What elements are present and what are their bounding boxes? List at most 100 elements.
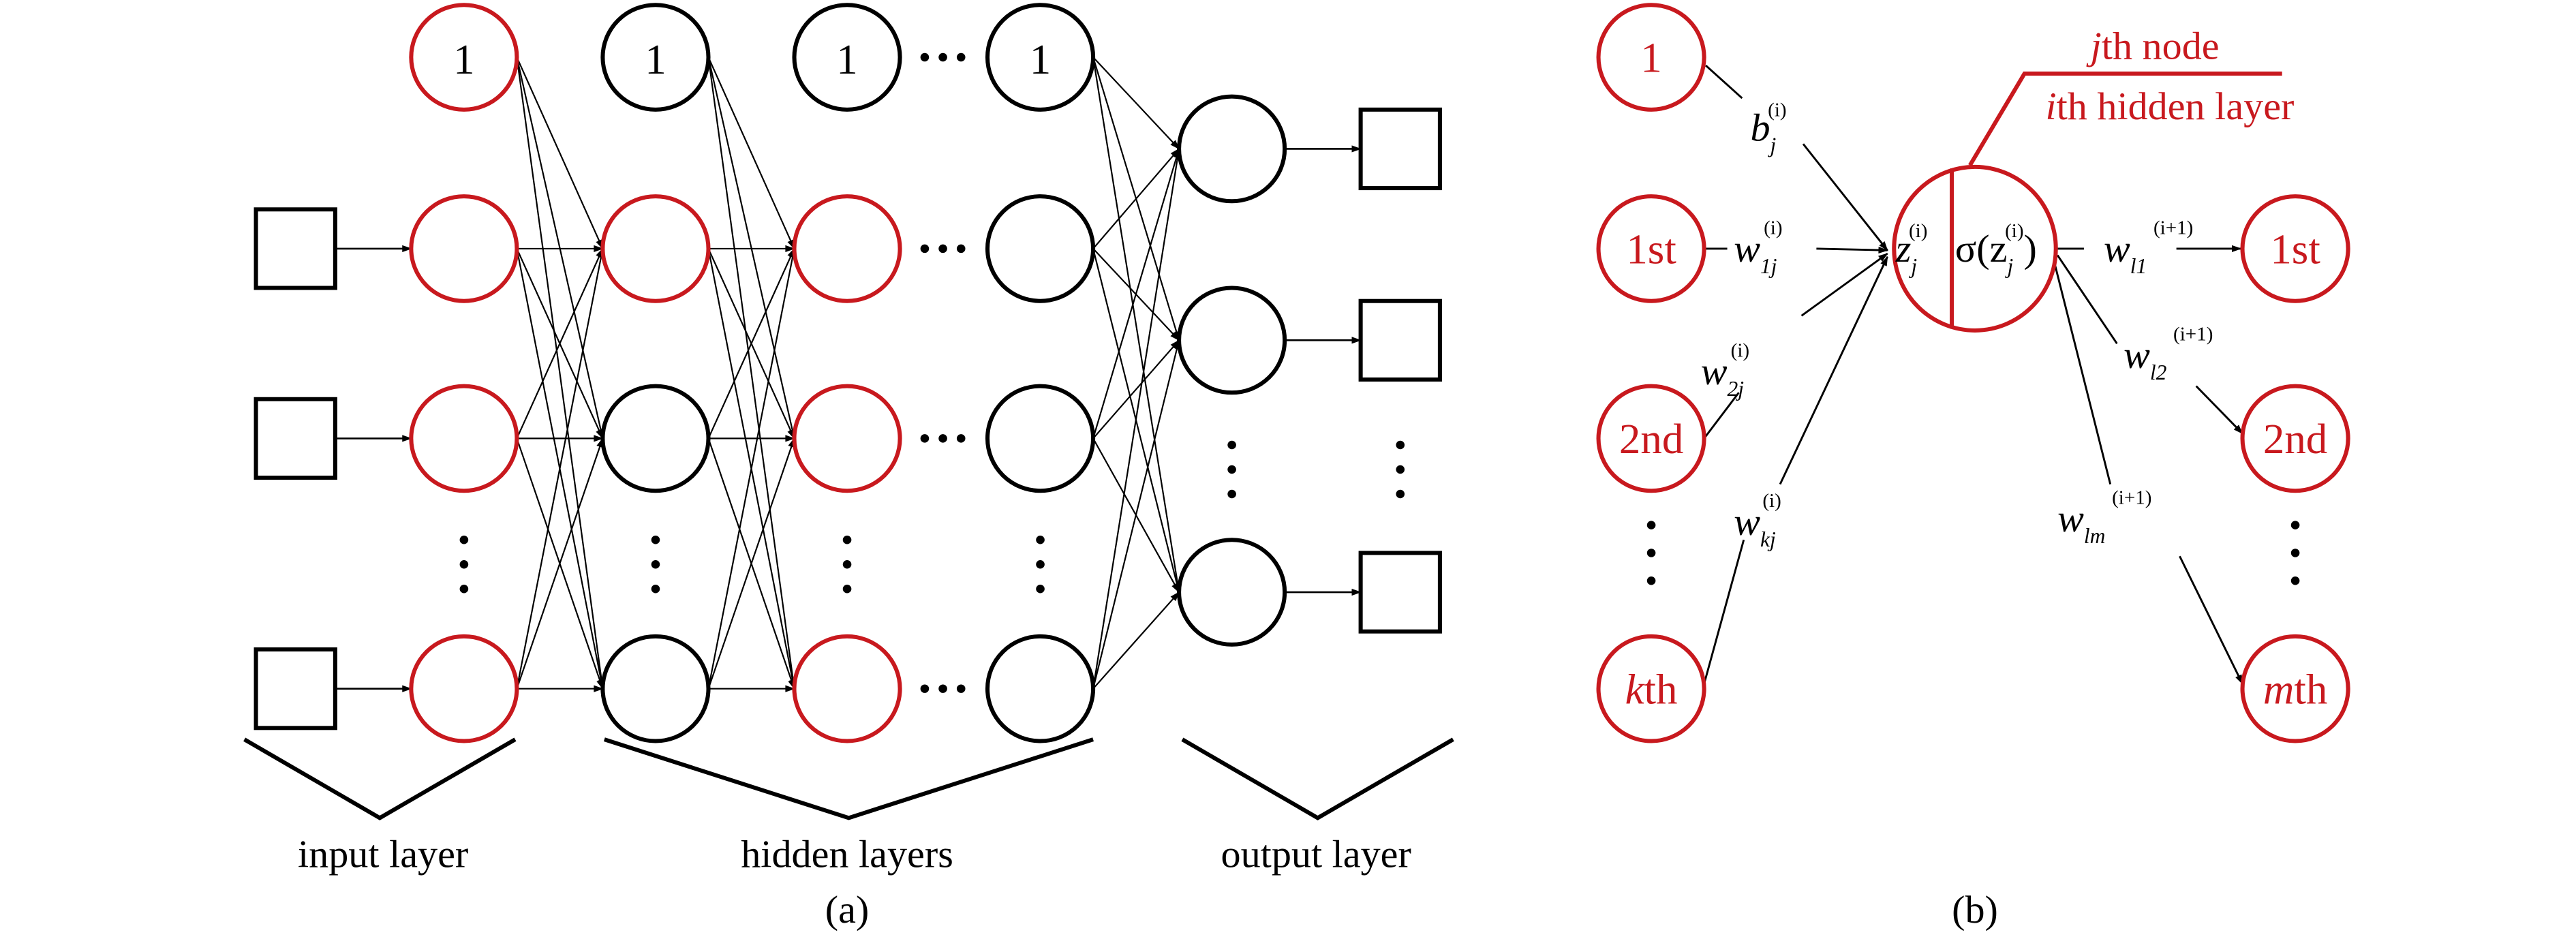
output-edge bbox=[1092, 339, 1180, 440]
hidden-edge bbox=[707, 247, 795, 439]
b-annotation-line1: jth node bbox=[2086, 24, 2220, 68]
b-right-node-2nd: 2nd bbox=[2240, 384, 2350, 493]
edge-bias-to-node-arrow bbox=[1802, 143, 1888, 251]
horizontal-ellipsis-dot bbox=[956, 52, 966, 62]
b-right-node-mth: mth bbox=[2240, 634, 2350, 743]
horizontal-ellipsis-dot bbox=[956, 244, 966, 253]
output-node bbox=[1177, 286, 1287, 395]
b-left-dots bbox=[1646, 521, 1656, 585]
hidden-layers-bracket bbox=[603, 737, 1094, 820]
b-right-node-2nd-label: 2nd bbox=[2263, 415, 2327, 463]
neuron-node bbox=[600, 194, 711, 303]
hidden-edge bbox=[707, 57, 795, 250]
edge-kth-to-node bbox=[1703, 539, 1745, 684]
input-layer-label: input layer bbox=[298, 832, 468, 876]
edge-bias-to-node bbox=[1705, 64, 1743, 99]
b-annotation-line2: ith hidden layer bbox=[2045, 84, 2294, 128]
bias-node bbox=[409, 3, 519, 112]
output-square bbox=[1358, 551, 1442, 634]
neuron-node bbox=[409, 634, 519, 743]
hidden-edge bbox=[516, 57, 604, 250]
panel-b: 1 1st 2nd kth zj(i) σ(zj(i)) bbox=[1596, 3, 2350, 932]
b-right-node-1st: 1st bbox=[2240, 194, 2350, 303]
b-left-node-kth-label: kth bbox=[1625, 666, 1678, 713]
vertical-ellipsis-dot bbox=[1036, 585, 1045, 594]
input-square bbox=[254, 647, 337, 730]
horizontal-ellipsis-dot bbox=[956, 684, 966, 693]
output-edge bbox=[1092, 148, 1180, 439]
vertical-ellipsis-dot bbox=[651, 585, 660, 594]
b-right-node-1st-label: 1st bbox=[2270, 226, 2320, 273]
bias-node-label: 1 bbox=[836, 35, 857, 83]
vertical-ellipsis-dot bbox=[1396, 489, 1405, 499]
neuron-node bbox=[409, 384, 519, 493]
b-left-node-1st-label: 1st bbox=[1626, 226, 1676, 273]
edge-2nd-to-node-arrow bbox=[1800, 252, 1888, 317]
output-node bbox=[1177, 538, 1287, 647]
bias-node-label: 1 bbox=[453, 35, 474, 83]
edge-node-to-r2nd bbox=[2056, 254, 2118, 344]
b-label-w1j: w1j(i) bbox=[1734, 217, 1782, 277]
vertical-ellipsis-dot bbox=[842, 535, 852, 544]
edge-node-to-r2nd-arrow bbox=[2195, 385, 2243, 435]
edge-node-to-rmth bbox=[2053, 261, 2112, 484]
hidden-edge bbox=[707, 247, 797, 689]
output-edge bbox=[1092, 57, 1180, 150]
output-edge bbox=[1092, 591, 1180, 690]
output-node bbox=[1177, 94, 1287, 204]
bias-node-label: 1 bbox=[645, 35, 666, 83]
neuron-node bbox=[985, 634, 1096, 743]
vertical-ellipsis-dot bbox=[842, 559, 852, 569]
vertical-ellipsis-dot bbox=[459, 535, 469, 544]
output-edge bbox=[1092, 57, 1182, 594]
neuron-node bbox=[792, 194, 902, 303]
vertical-ellipsis-dot bbox=[1036, 535, 1045, 544]
hidden-edge bbox=[707, 57, 796, 440]
edge-kth-to-node-arrow bbox=[1779, 256, 1888, 485]
neuron-node bbox=[600, 384, 711, 493]
b-center-z-label: zj(i) bbox=[1895, 220, 1928, 278]
vertical-ellipsis-dot bbox=[1227, 489, 1236, 499]
hidden-edge bbox=[516, 247, 604, 689]
horizontal-ellipsis-dot bbox=[920, 684, 930, 693]
hidden-edge bbox=[516, 57, 604, 440]
b-label-w2j: w2j(i) bbox=[1701, 339, 1749, 400]
vertical-ellipsis-dot bbox=[1396, 440, 1405, 450]
horizontal-ellipsis-dot bbox=[920, 434, 930, 443]
b-right-dots bbox=[2290, 521, 2300, 585]
output-edge bbox=[1092, 148, 1180, 249]
neuron-node bbox=[792, 634, 902, 743]
output-layer-bracket bbox=[1181, 737, 1454, 820]
vertical-ellipsis-dot bbox=[1227, 465, 1236, 474]
b-left-node-bias-label: 1 bbox=[1640, 34, 1661, 82]
output-layer-label: output layer bbox=[1221, 832, 1411, 876]
vertical-ellipsis-dot bbox=[1036, 559, 1045, 569]
hidden-edge bbox=[707, 437, 795, 690]
b-annotation-leader bbox=[1968, 72, 2282, 166]
b-left-node-2nd-label: 2nd bbox=[1619, 415, 1683, 463]
input-square bbox=[254, 207, 337, 290]
output-square bbox=[1358, 107, 1442, 191]
horizontal-ellipsis-dot bbox=[938, 684, 947, 693]
horizontal-ellipsis-dot bbox=[938, 244, 947, 253]
b-left-node-1st: 1st bbox=[1596, 194, 1706, 303]
b-left-node-kth: kth bbox=[1596, 634, 1706, 743]
b-label-wl1: wl1(i+1) bbox=[2104, 217, 2193, 277]
neuron-node bbox=[409, 194, 519, 303]
bias-node bbox=[600, 3, 711, 112]
b-label-bias: bj(i) bbox=[1750, 99, 1786, 157]
bias-node bbox=[985, 3, 1096, 112]
b-left-node-2nd: 2nd bbox=[1596, 384, 1706, 493]
input-square bbox=[254, 397, 337, 480]
hidden-edge bbox=[516, 57, 605, 690]
neuron-node bbox=[985, 384, 1096, 493]
output-edge bbox=[1092, 148, 1182, 689]
panel-a-caption: (a) bbox=[825, 887, 870, 932]
b-label-wlm: wlm(i+1) bbox=[2057, 487, 2151, 548]
horizontal-ellipsis-dot bbox=[938, 52, 947, 62]
vertical-ellipsis-dot bbox=[459, 585, 469, 594]
b-right-node-mth-label: mth bbox=[2263, 666, 2327, 713]
vertical-ellipsis-dot bbox=[651, 535, 660, 544]
